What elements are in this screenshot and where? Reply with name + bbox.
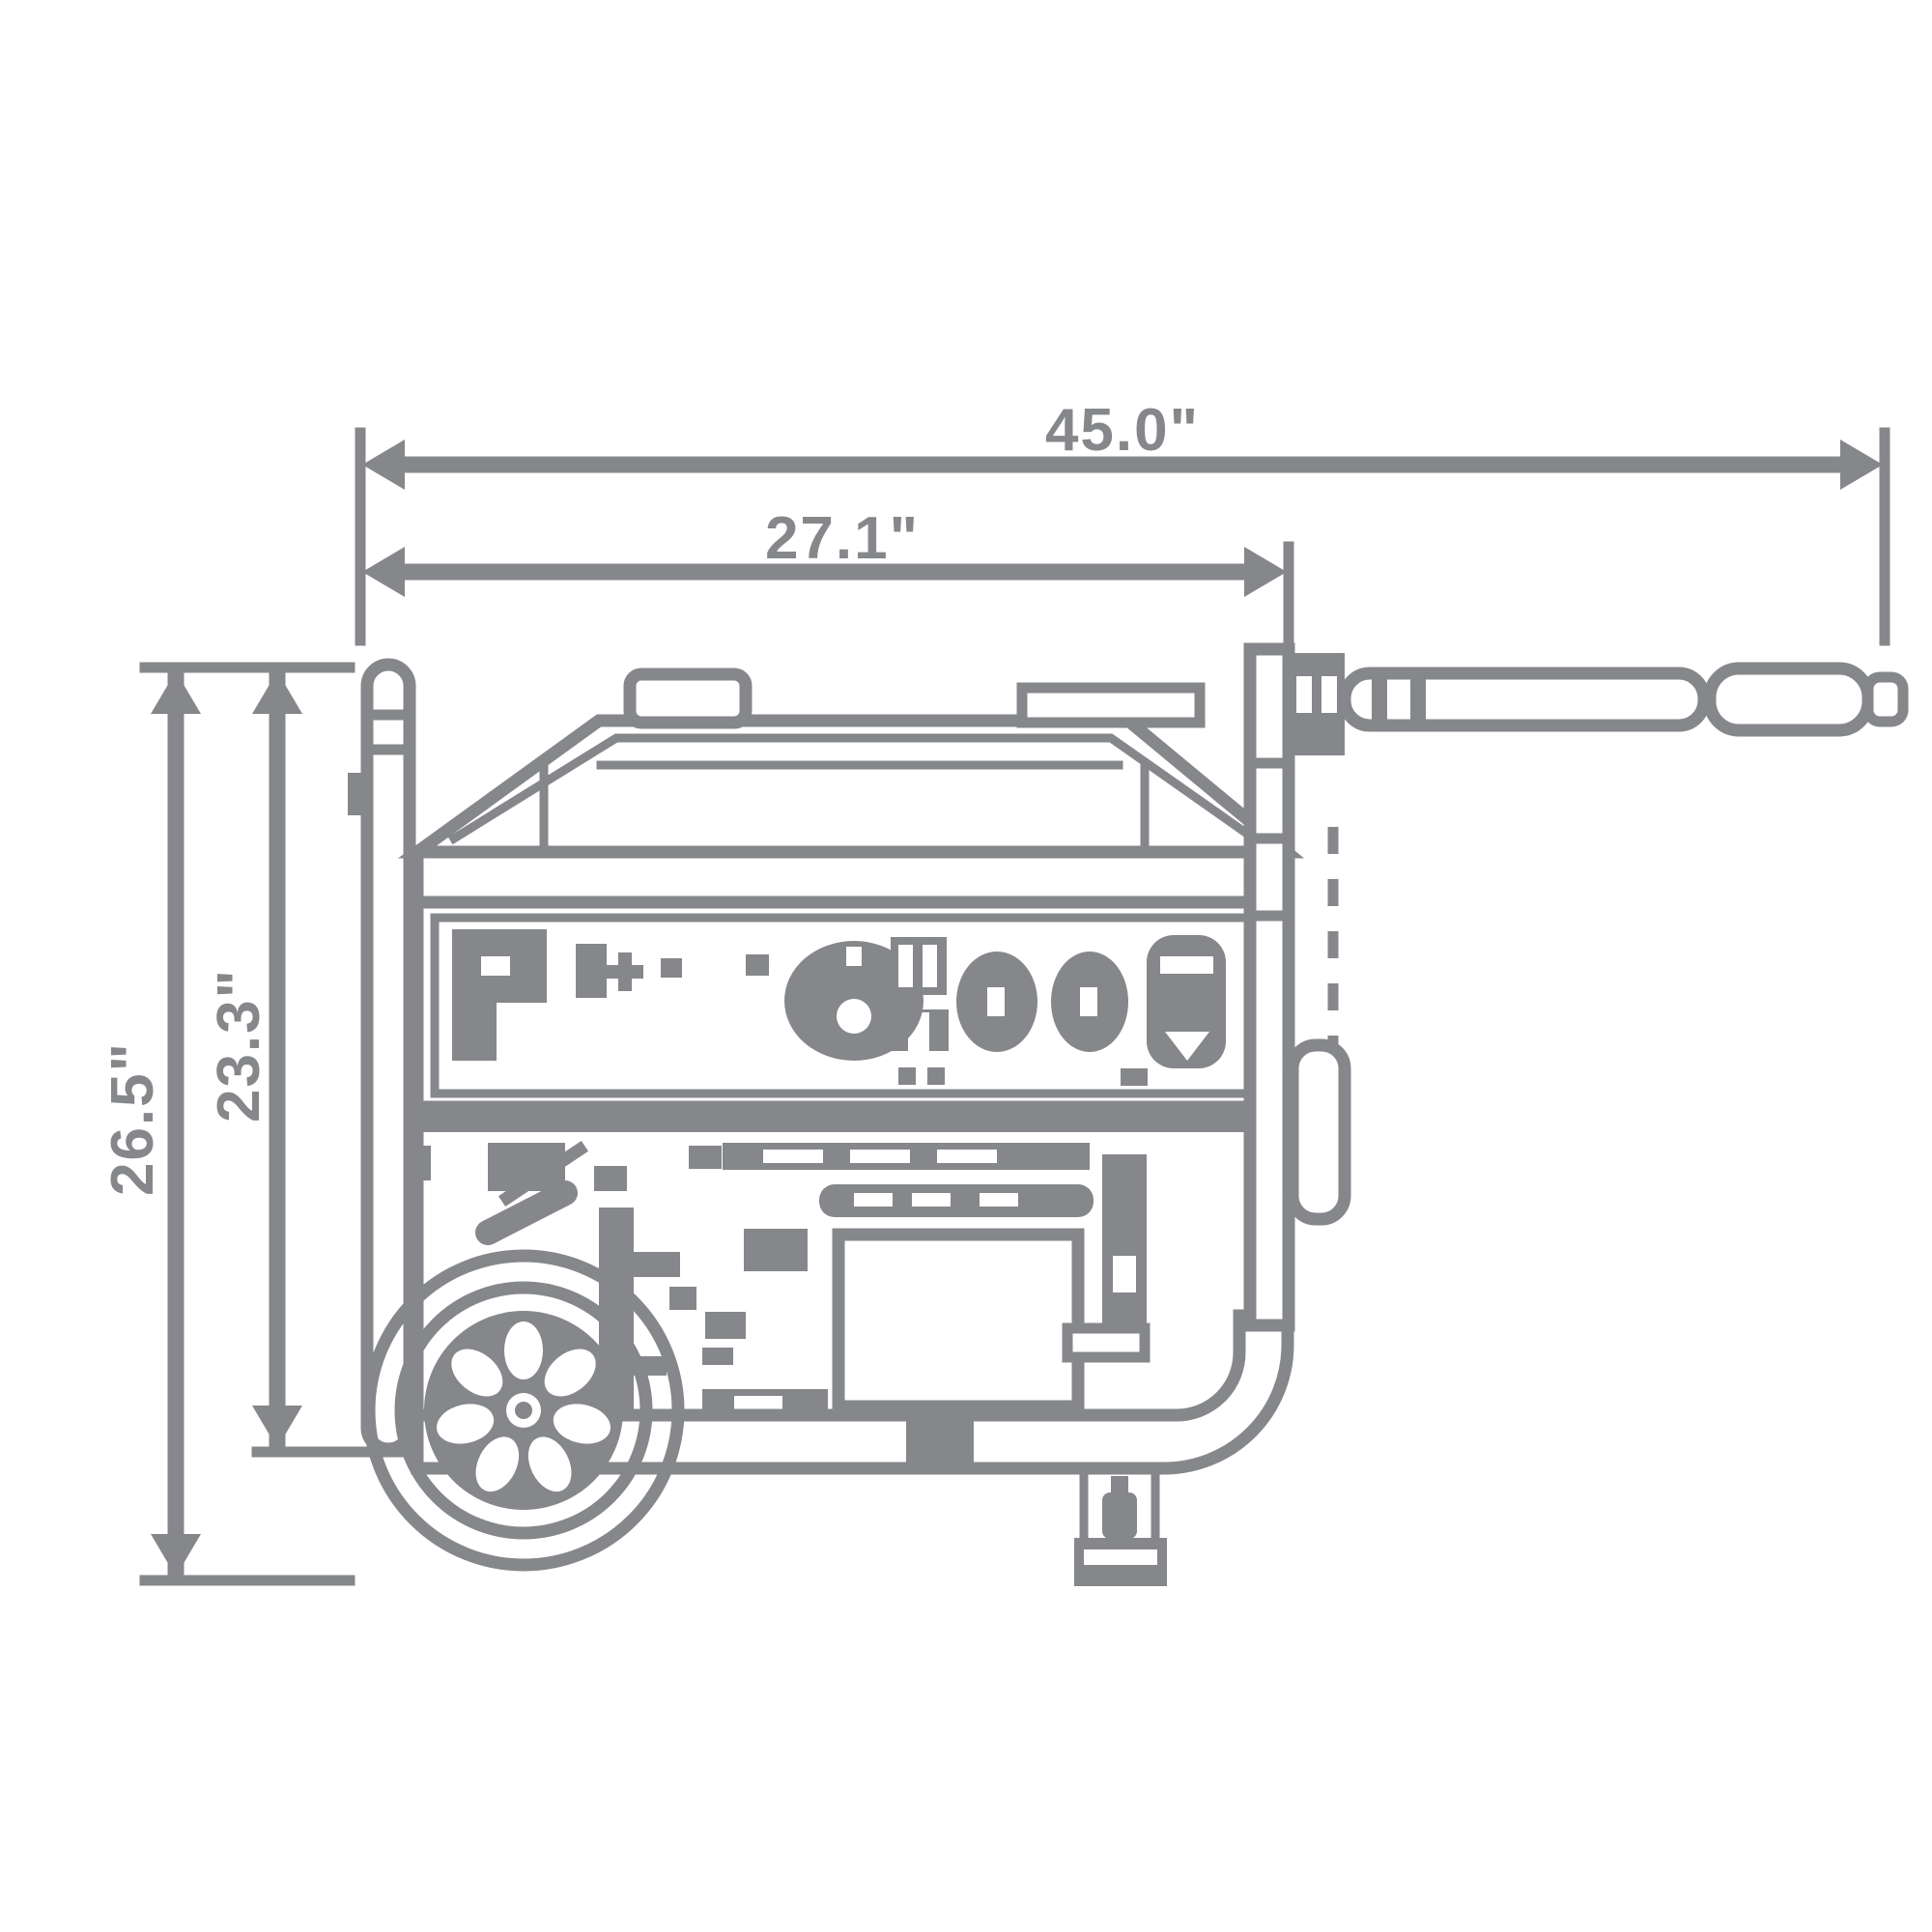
frame-top-band [411,845,1293,909]
recoil-starter [475,1140,589,1245]
dc-outlet [1121,935,1226,1086]
handle-tube [1338,667,1711,732]
breaker-pair [891,937,949,1085]
support-foot [1074,1463,1167,1586]
frame-height-label: 23.3" [206,968,272,1122]
circuit-breaker [452,929,547,1061]
arrowhead-top [252,671,302,714]
carburetor-detail [1062,1322,1151,1363]
tire-outer [362,1249,685,1572]
arrowhead-top [151,671,201,714]
arrowhead-bottom [151,1534,201,1577]
handle-end-cap [1862,671,1909,727]
muffler [819,1184,1094,1217]
arrowhead-right [1244,547,1287,597]
tire-inner [394,1281,653,1540]
dimension-frame-length: 27.1" [362,505,1294,646]
recoil-grip [475,1180,578,1245]
engine-column-right [1102,1154,1147,1338]
wheel [362,1249,685,1572]
duplex-outlet-2 [1051,952,1128,1052]
air-box [832,1228,1085,1413]
arrowhead-bottom [252,1406,302,1448]
control-panel [411,895,1293,1114]
arrowhead-left [362,440,405,490]
fuel-tank [397,668,1305,859]
tank-ridge [1016,682,1206,728]
indicator-cluster [607,952,769,991]
arrowhead-left [362,547,405,597]
extended-handle [1285,653,1909,755]
engine-details [634,1229,808,1376]
duplex-outlet-1 [956,952,1037,1052]
frame-rails [411,1309,1294,1475]
twist-lock-outlet [784,941,923,1061]
dimension-frame-height: 23.3" [206,669,421,1458]
power-switch [576,944,607,998]
overall-length-label: 45.0" [1045,397,1200,464]
engine-compartment [411,895,1151,1475]
frame-length-label: 27.1" [765,505,920,572]
handle-grip [1703,662,1875,737]
arrowhead-right [1840,440,1883,490]
frame-mid-band [417,1107,1287,1132]
wheel-spoke-holes [437,1321,611,1492]
handle-lock-bracket [1286,1038,1351,1226]
overall-height-label: 26.5" [99,1041,166,1196]
handle-clamp [348,773,367,815]
fuel-cap [623,668,753,729]
dimension-overall-length: 45.0" [355,397,1890,646]
dimension-overall-height: 26.5" [99,662,355,1586]
frame-right-upright [1243,642,1351,1332]
generator-drawing [348,642,1909,1586]
